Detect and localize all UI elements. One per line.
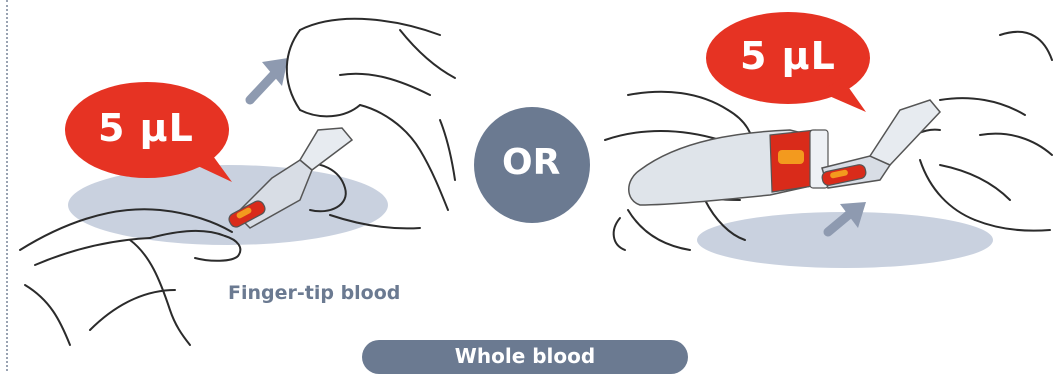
or-label: OR bbox=[502, 142, 560, 183]
right-bubble-label: 5 µL bbox=[740, 34, 836, 78]
whole-blood-label: Whole blood bbox=[362, 344, 688, 368]
right-capillary-device bbox=[821, 100, 940, 188]
left-arrow-icon bbox=[250, 58, 288, 100]
finger-tip-caption: Finger-tip blood bbox=[228, 282, 400, 304]
right-collection-tube bbox=[629, 130, 828, 205]
left-bubble-label: 5 µL bbox=[98, 106, 194, 150]
